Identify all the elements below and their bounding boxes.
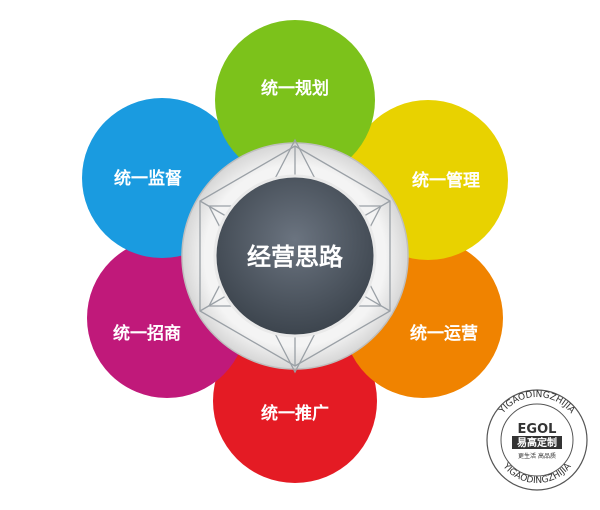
seal-brand-cn: 易高定制 — [517, 436, 557, 449]
center-disc — [213, 174, 377, 338]
petal-plan-label: 统一规划 — [261, 78, 329, 99]
egol-watermark-seal: YIGAODINGZHIJIA YIGAODINGZHIJIA EGOL 易高定… — [486, 389, 588, 491]
seal-brand: EGOL — [518, 422, 557, 437]
petal-operate-label: 统一运营 — [410, 323, 478, 344]
petal-promote-label: 统一推广 — [261, 403, 329, 424]
center-label: 经营思路 — [247, 243, 344, 271]
petal-monitor-label: 统一监督 — [114, 168, 182, 189]
seal-inner-ring — [500, 403, 574, 477]
seal-tagline: 更生活 高品质 — [518, 452, 556, 460]
petal-manage-label: 统一管理 — [412, 170, 480, 191]
center-hub: 经营思路 — [181, 138, 409, 374]
seal-cn-band — [512, 436, 562, 449]
petal-plan-circle — [215, 20, 375, 180]
petal-plan: 统一规划 — [215, 20, 375, 180]
petal-invest-label: 统一招商 — [113, 323, 181, 344]
